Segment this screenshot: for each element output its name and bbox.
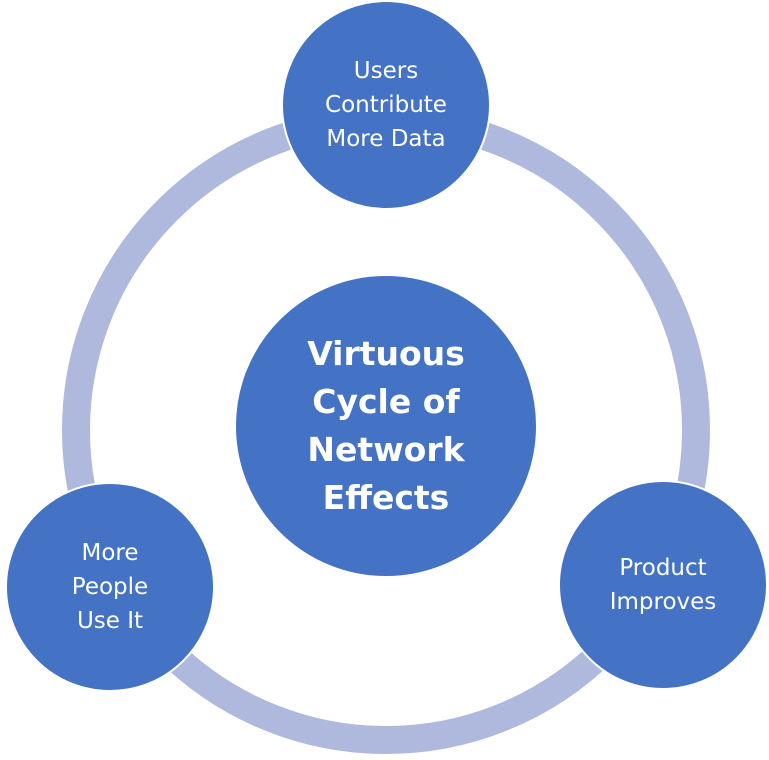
node-users-contribute: Users Contribute More Data [281, 0, 491, 210]
node-label: More People Use It [71, 540, 149, 634]
center-circle: Virtuous Cycle of Network Effects [234, 274, 538, 578]
node-label: Users Contribute More Data [325, 58, 447, 152]
center-label: Virtuous Cycle of Network Effects [307, 334, 465, 517]
node-label: Product Improves [609, 555, 717, 615]
node-more-people: More People Use It [5, 482, 215, 692]
node-product-improves: Product Improves [558, 480, 768, 690]
